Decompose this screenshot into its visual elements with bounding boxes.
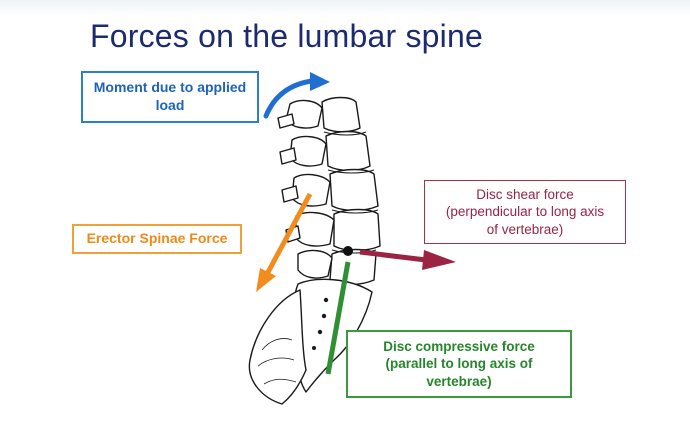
sacral-foramina <box>312 297 329 350</box>
compressive-label-line-1: Disc compressive force <box>383 339 535 355</box>
slide-header-band <box>0 0 690 16</box>
erector-spinae-arrow-head <box>256 268 276 292</box>
erector-spinae-label: Erector Spinae Force <box>72 224 242 254</box>
spine-illustration <box>248 96 381 405</box>
shear-force-arrow-head <box>422 250 456 270</box>
shear-label-line-2: (perpendicular to long axis <box>445 204 605 220</box>
moment-arrow-head <box>310 72 330 91</box>
center-of-rotation-dot <box>343 246 353 256</box>
moment-label-line-1: Moment due to applied <box>93 79 247 96</box>
erector-label-line-1: Erector Spinae Force <box>86 230 228 247</box>
shear-label-line-3: of vertebrae) <box>486 221 564 237</box>
moment-label-line-2: load <box>155 97 185 113</box>
compressive-force-arrow <box>325 261 351 375</box>
moment-label: Moment due to applied load <box>81 71 259 123</box>
pelvis-wing <box>248 289 307 405</box>
compressive-label-line-2: (parallel to long axis of <box>385 356 533 372</box>
posterior-elements <box>277 99 335 279</box>
erector-spinae-arrow <box>263 192 313 278</box>
compressive-force-label: Disc compressive force (parallel to long… <box>346 330 572 398</box>
shear-force-label: Disc shear force (perpendicular to long … <box>424 180 626 244</box>
shear-label-line-1: Disc shear force <box>476 187 574 203</box>
pelvis-shading <box>257 338 297 385</box>
shear-force-arrow <box>359 249 427 263</box>
moment-arrow <box>263 78 315 119</box>
intervertebral-discs <box>323 131 379 254</box>
compressive-label-line-3: vertebrae) <box>426 373 492 389</box>
vertebral-bodies <box>321 96 381 286</box>
slide-title: Forces on the lumbar spine <box>90 18 483 54</box>
